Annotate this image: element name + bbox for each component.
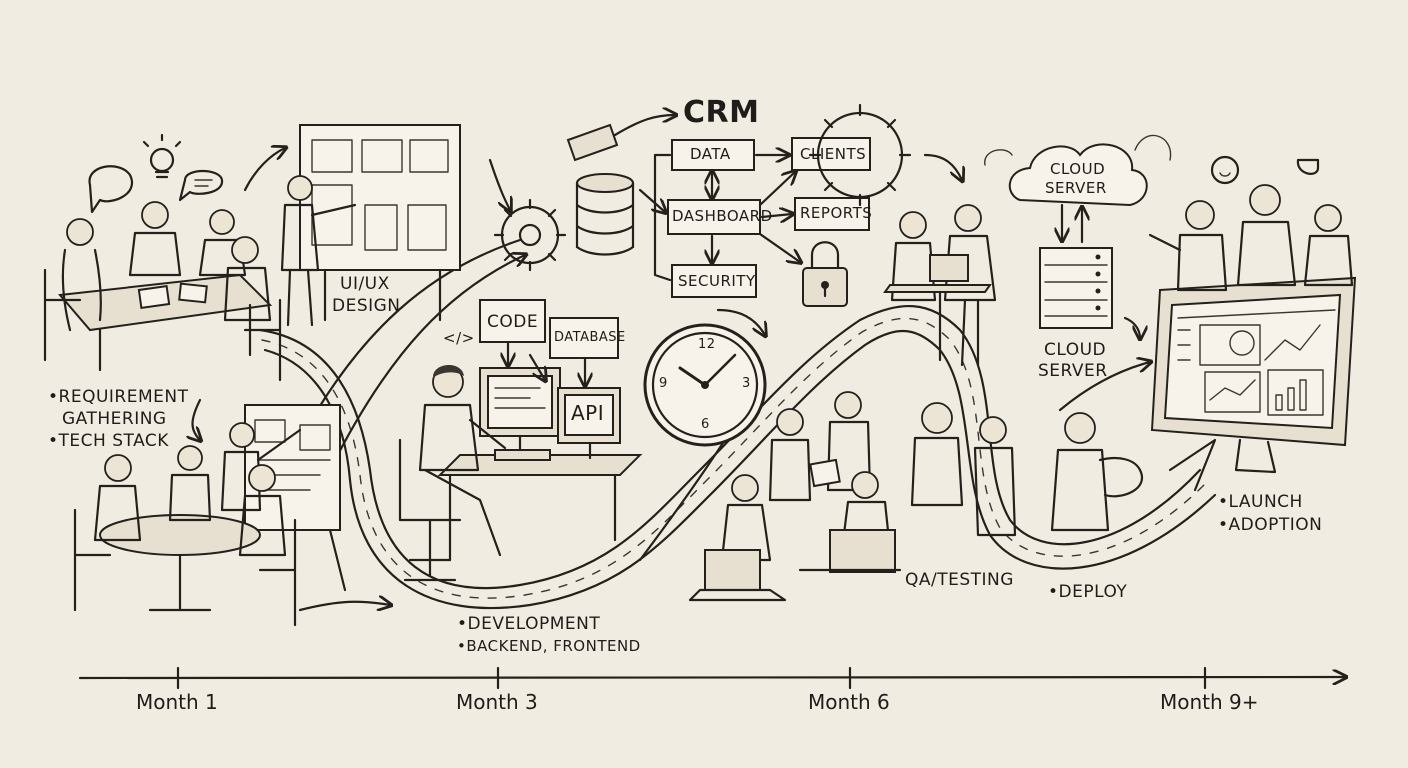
- clock-number-6: 6: [701, 417, 710, 432]
- timeline-month-6: Month 6: [808, 690, 890, 714]
- crm-node-data: DATA: [690, 145, 731, 163]
- launch-illustration: [1148, 155, 1357, 474]
- dev-box-api: API: [571, 401, 605, 425]
- timeline-month-9: Month 9+: [1160, 690, 1259, 714]
- phase-label-launch: LAUNCH: [1218, 492, 1303, 513]
- developer-illustration: [398, 299, 643, 582]
- cloud-label-bottom-2: SERVER: [1038, 361, 1108, 381]
- crm-node-clients: CLIENTS: [800, 145, 867, 163]
- clock-illustration: [643, 308, 765, 447]
- phase-label-tech-stack: TECH STACK: [48, 431, 169, 452]
- phase-label-design: DESIGN: [332, 296, 401, 316]
- phase-label-requirement: REQUIREMENT: [48, 387, 189, 408]
- deploy-cloud-illustration: [883, 134, 1172, 367]
- cloud-label-bottom-1: CLOUD: [1044, 340, 1107, 360]
- uiux-whiteboard-illustration: [243, 124, 461, 327]
- crm-node-security: SECURITY: [678, 272, 756, 290]
- qa-team-illustration: [688, 362, 1150, 602]
- clock-number-12: 12: [698, 337, 716, 352]
- cloud-label-top-2: SERVER: [1045, 179, 1107, 197]
- crm-title: CRM: [683, 95, 760, 130]
- phase-label-gathering: GATHERING: [62, 409, 167, 429]
- crm-diagram: [638, 103, 912, 307]
- crm-node-reports: REPORTS: [800, 204, 873, 222]
- crm-node-dashboard: DASHBOARD: [672, 207, 773, 225]
- phase-label-qa: QA/TESTING: [905, 570, 1014, 590]
- meeting-team-illustration: [43, 133, 282, 382]
- timeline-axis: [78, 666, 1345, 690]
- timeline-month-3: Month 3: [456, 690, 538, 714]
- timeline-month-1: Month 1: [136, 690, 218, 714]
- code-tag: </>: [443, 329, 475, 347]
- phase-label-uiux: UI/UX: [340, 274, 390, 294]
- dev-box-code: CODE: [487, 312, 539, 332]
- phase-label-development: DEVELOPMENT: [457, 614, 600, 635]
- clock-number-3: 3: [742, 376, 751, 391]
- dev-box-database: DATABASE: [554, 330, 626, 345]
- tech-stack-meeting-illustration: [73, 398, 390, 627]
- gear-database-illustration: [488, 115, 675, 272]
- phase-label-backend-frontend: BACKEND, FRONTEND: [457, 637, 641, 655]
- clock-number-9: 9: [659, 376, 668, 391]
- phase-label-deploy: DEPLOY: [1048, 582, 1127, 603]
- phase-label-adoption: ADOPTION: [1218, 515, 1322, 536]
- cloud-label-top-1: CLOUD: [1050, 160, 1106, 178]
